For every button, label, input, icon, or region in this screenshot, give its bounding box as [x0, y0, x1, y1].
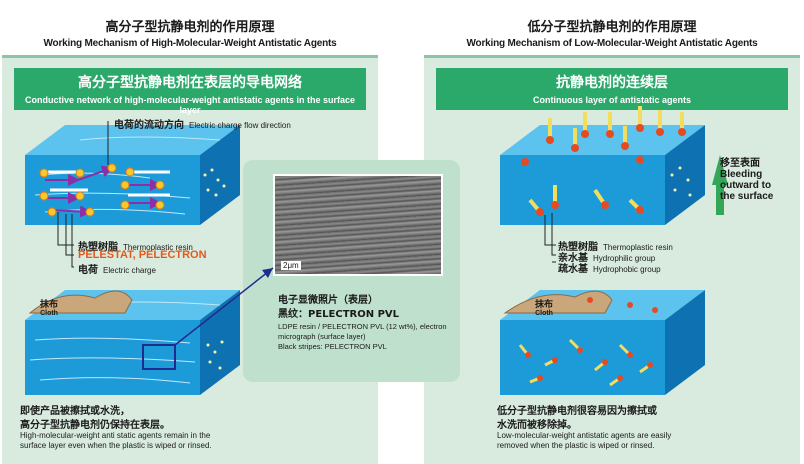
low-mw-caption-zh-1: 低分子型抗静电剂很容易因为擦拭或 [497, 406, 657, 417]
low-mw-section-zh: 抗静电剂的连续层 [556, 75, 668, 91]
high-mw-title-zh: 高分子型抗静电剂的作用原理 [105, 20, 275, 35]
low-mw-title-zh: 低分子型抗静电剂的作用原理 [527, 20, 697, 35]
micrograph-subtitle: 黑纹：PELECTRON PVL [278, 309, 400, 320]
high-mw-caption-en-2: surface layer even when the plastic is w… [20, 441, 212, 450]
high-mw-title-en: Working Mechanism of High-Molecular-Weig… [43, 38, 337, 49]
low-mw-section-banner: 抗静电剂的连续层 Continuous layer of antistatic … [436, 68, 788, 110]
scale-bar-label: 2μm [281, 261, 301, 270]
cloth-icon [28, 290, 133, 314]
low-mw-title-en: Working Mechanism of Low-Molecular-Weigh… [466, 38, 758, 49]
high-mw-header: 高分子型抗静电剂的作用原理 Working Mechanism of High-… [2, 8, 378, 58]
low-mw-section-en: Continuous layer of antistatic agents [532, 95, 692, 105]
high-mw-section-zh: 高分子型抗静电剂在表层的导电网络 [78, 75, 302, 91]
zoom-region-box [142, 344, 176, 370]
high-mw-resin-block [25, 125, 240, 225]
pelestat-label: PELESTAT, PELECTRON [78, 249, 207, 261]
micrograph-desc-1: LDPE resin / PELECTRON PVL (12 wt%), ele… [278, 322, 447, 331]
high-mw-caption-en-1: High-molecular-weight anti static agents… [20, 431, 211, 440]
high-mw-leader-lines [57, 121, 109, 268]
electron-micrograph: 2μm [273, 174, 443, 276]
low-mw-resin-block [500, 106, 705, 225]
low-mw-caption-zh-2: 水洗而被移除掉。 [497, 420, 577, 431]
micrograph-desc-3: Black stripes: PELECTRON PVL [278, 342, 387, 351]
low-mw-caption-en-1: Low-molecular-weight antistatic agents a… [497, 431, 672, 440]
high-mw-wiped-block [25, 267, 274, 395]
bleed-label: 移至表面 Bleeding outward to the surface [720, 158, 774, 202]
high-mw-caption-zh-1: 即使产品被擦拭或水洗， [20, 406, 130, 417]
low-mw-wiped-block [500, 290, 705, 395]
micrograph-desc-2: micrograph (surface layer) [278, 332, 366, 341]
high-mw-section-en: Conductive network of high-molecular-wei… [24, 95, 356, 115]
micrograph-title: 电子显微照片（表层） [278, 295, 378, 306]
bleed-arrow-icon [712, 155, 728, 215]
low-mw-caption-en-2: removed when the plastic is wiped or rin… [497, 441, 655, 450]
high-mw-section-banner: 高分子型抗静电剂在表层的导电网络 Conductive network of h… [14, 68, 366, 115]
high-mw-caption-zh-2: 高分子型抗静电剂仍保持在表层。 [20, 420, 170, 431]
cloth-icon [503, 290, 613, 314]
low-mw-header: 低分子型抗静电剂的作用原理 Working Mechanism of Low-M… [424, 8, 800, 58]
low-mw-leader-lines [544, 213, 556, 263]
